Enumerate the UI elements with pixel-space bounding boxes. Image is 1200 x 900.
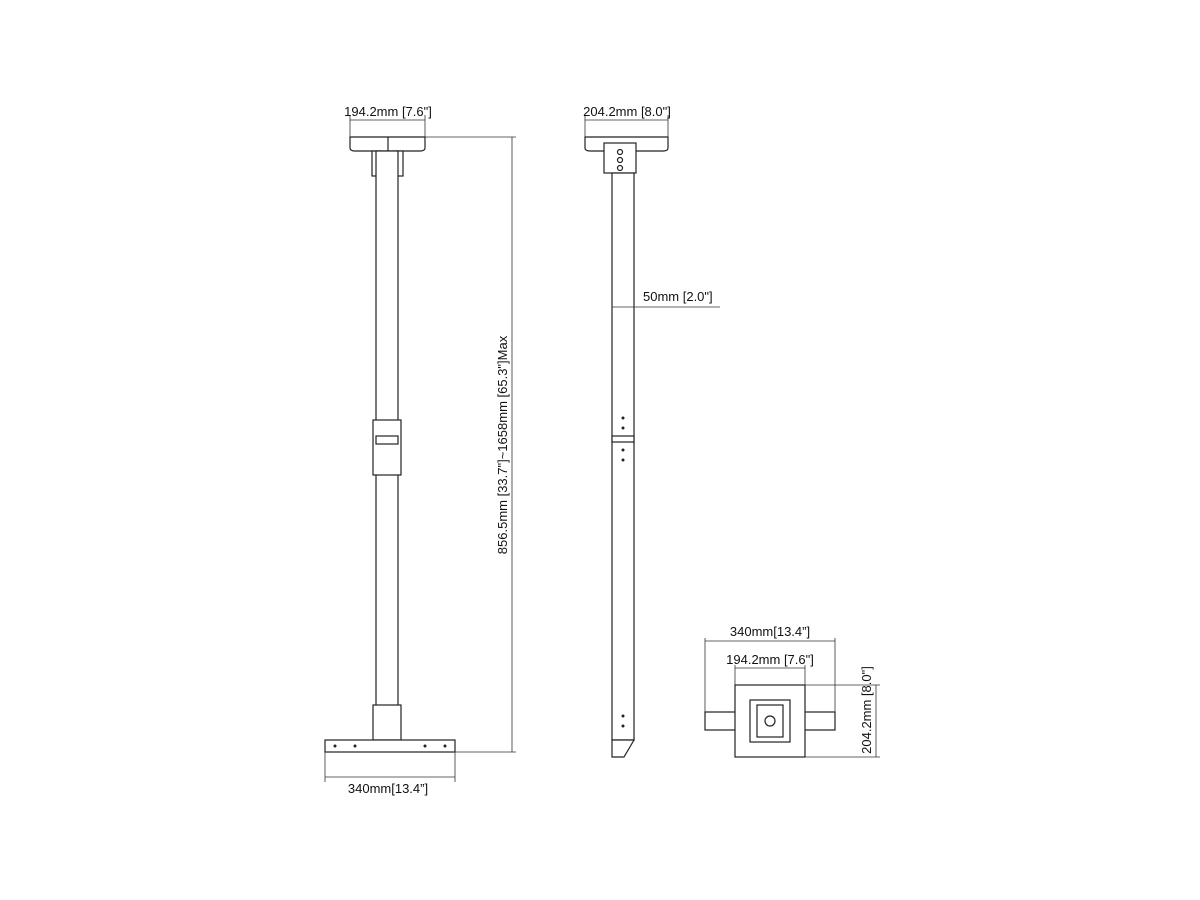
side-view: 204.2mm [8.0"] 50mm [2.0"]: [583, 104, 720, 758]
plan-view: 340mm[13.4”] 194.2mm [7.6"] 204.2mm [8.0…: [704, 624, 880, 758]
plan-plate-width-label: 194.2mm [7.6"]: [726, 652, 814, 667]
plan-plate-depth-label: 204.2mm [8.0"]: [859, 666, 874, 754]
plan-arm-width-label: 340mm[13.4”]: [730, 624, 810, 639]
front-height-label: 856.5mm [33.7"]~1658mm [65.3"]Max: [495, 335, 510, 554]
front-top-width-label: 194.2mm [7.6"]: [344, 104, 432, 119]
front-base-width-label: 340mm[13.4”]: [348, 781, 428, 796]
side-top-width-label: 204.2mm [8.0"]: [583, 104, 671, 119]
front-view: 194.2mm [7.6"] 856.5mm [33.7"]~1658mm [6…: [324, 104, 516, 796]
pole-diameter-label: 50mm [2.0"]: [643, 289, 713, 304]
